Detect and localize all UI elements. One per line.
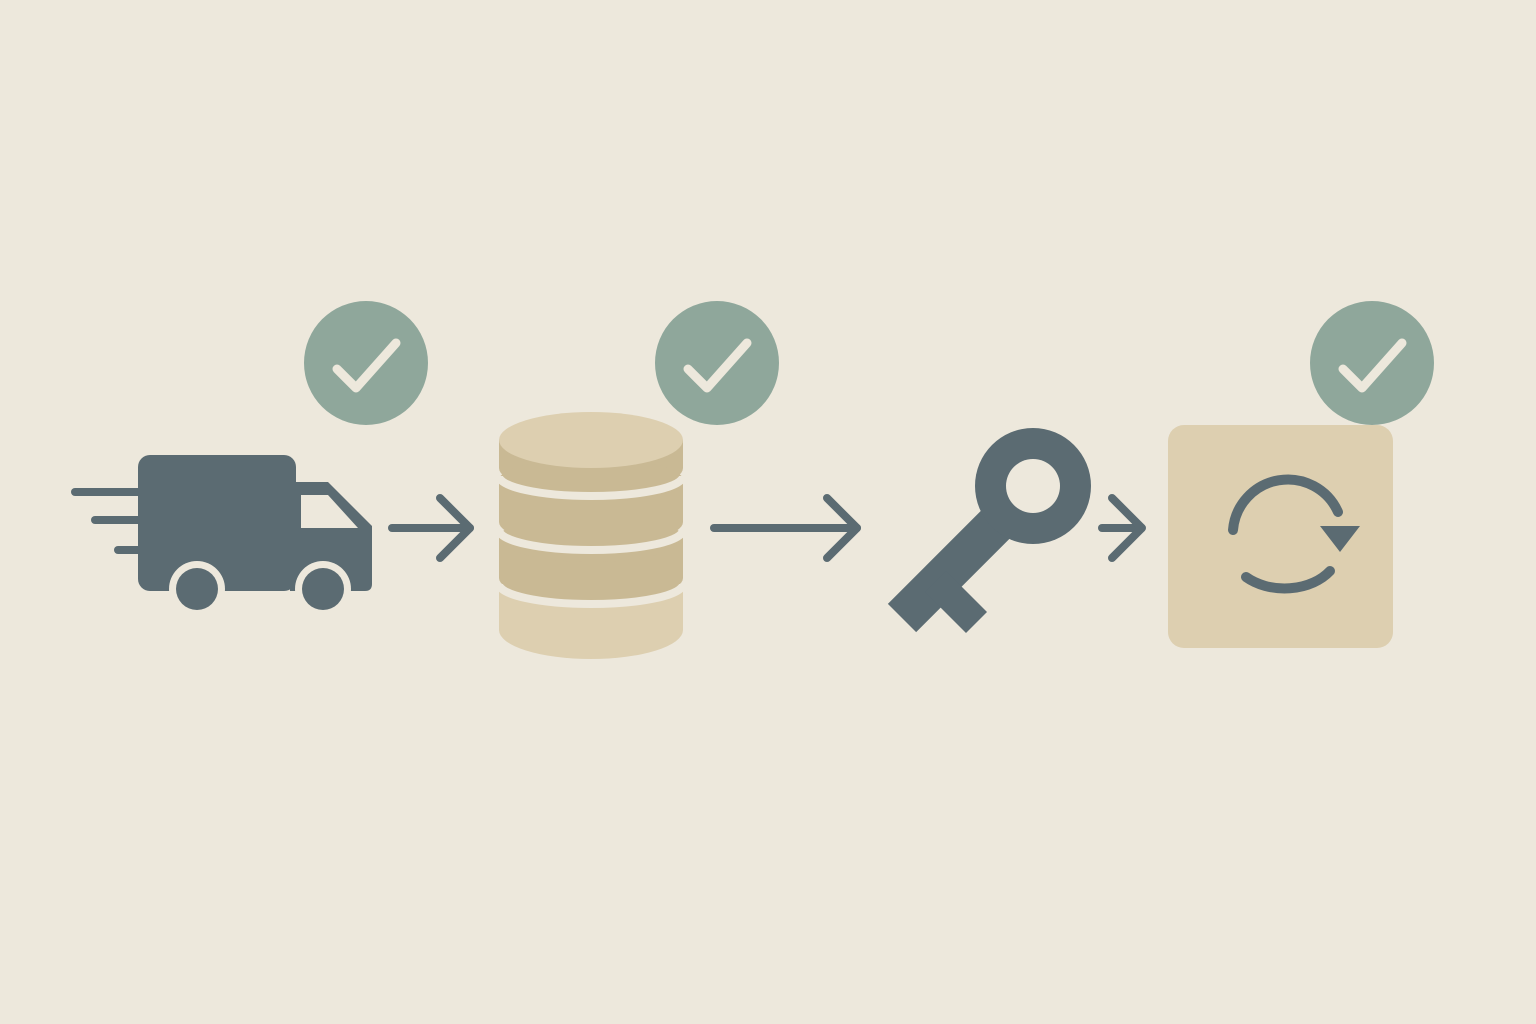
- check-icon: [1338, 338, 1407, 393]
- truck-window: [301, 495, 358, 528]
- speed-lines: [71, 488, 144, 554]
- key-teeth: [925, 571, 987, 633]
- arrow-right-icon: [1098, 494, 1146, 562]
- check-badge-sync: [1310, 301, 1434, 425]
- check-circle: [304, 301, 428, 425]
- sync-arrow-bottom: [1241, 566, 1335, 594]
- sync-arrow-top: [1228, 474, 1343, 535]
- arrow-right-icon: [388, 494, 474, 562]
- check-badge-truck: [304, 301, 428, 425]
- check-circle: [1310, 301, 1434, 425]
- key-icon: [887, 428, 1091, 633]
- truck-wheel-front-inner: [302, 568, 344, 610]
- sync-refresh-icon: [1168, 425, 1393, 648]
- check-icon: [332, 338, 401, 393]
- check-icon: [683, 338, 752, 393]
- sync-box: [1168, 425, 1393, 648]
- arrow-right-icon: [710, 494, 861, 562]
- truck-wheel-rear-inner: [176, 568, 218, 610]
- delivery-truck-icon: [71, 455, 372, 617]
- check-badge-database: [655, 301, 779, 425]
- key-hole: [1006, 459, 1060, 513]
- check-circle: [655, 301, 779, 425]
- key-shaft: [887, 505, 1015, 633]
- database-cap: [499, 412, 683, 468]
- database-icon: [495, 412, 687, 659]
- truck-cargo: [138, 455, 296, 591]
